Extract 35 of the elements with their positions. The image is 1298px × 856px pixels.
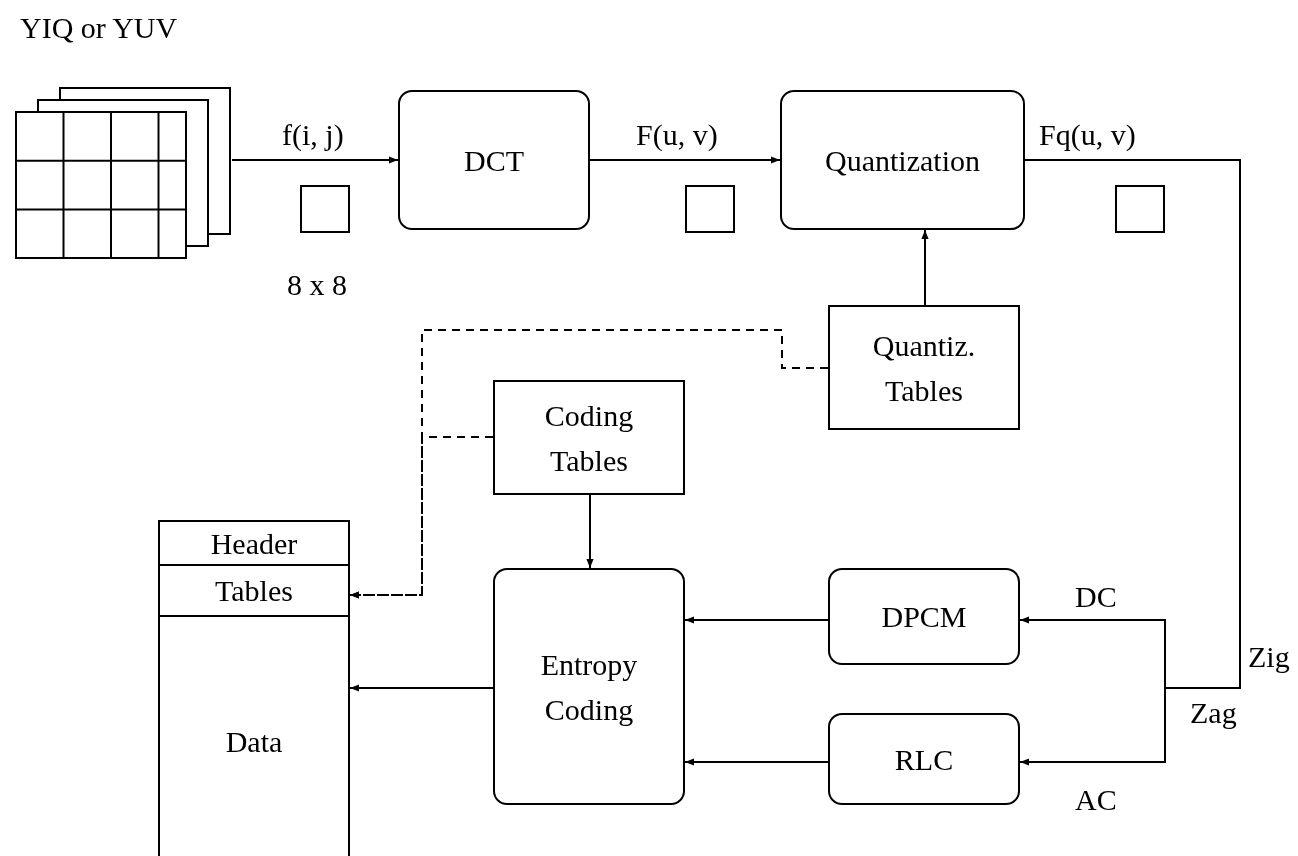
process-box [493, 568, 685, 805]
block-square [300, 185, 350, 233]
image-title: YIQ or YUV [20, 10, 178, 46]
node-label: DCT [463, 142, 525, 179]
node-label: RLC [893, 741, 955, 778]
process-box [828, 713, 1020, 805]
table-box [493, 380, 685, 495]
table-box [828, 305, 1020, 430]
node-label: Coding Tables [543, 397, 635, 479]
node-label: Header [209, 525, 299, 562]
process-box [398, 90, 590, 230]
arrow [586, 494, 594, 569]
node-label: Data [225, 723, 283, 760]
block-square [685, 185, 735, 233]
node-label: Quantiz. Tables [871, 327, 977, 409]
node-label: Entropy Coding [539, 646, 639, 728]
dashed-arrow [349, 436, 494, 599]
arrow [231, 156, 399, 164]
node-label: Quantization [824, 142, 981, 179]
data-section [158, 615, 350, 856]
arrow [684, 616, 829, 624]
arrow [684, 758, 829, 766]
table-box [158, 520, 350, 566]
block-square [1115, 185, 1165, 233]
arrow [921, 229, 929, 306]
arrow [589, 156, 781, 164]
zigzag-label: Zag [1189, 696, 1238, 729]
process-box [828, 568, 1020, 665]
table-box [158, 564, 350, 617]
process-box [780, 90, 1025, 230]
zigzag-label: Zig [1247, 640, 1291, 673]
signal-label: Fq(u, v) [1038, 118, 1137, 151]
node-label: Tables [214, 573, 294, 609]
arrow [349, 684, 494, 692]
node-label: DPCM [880, 599, 968, 635]
